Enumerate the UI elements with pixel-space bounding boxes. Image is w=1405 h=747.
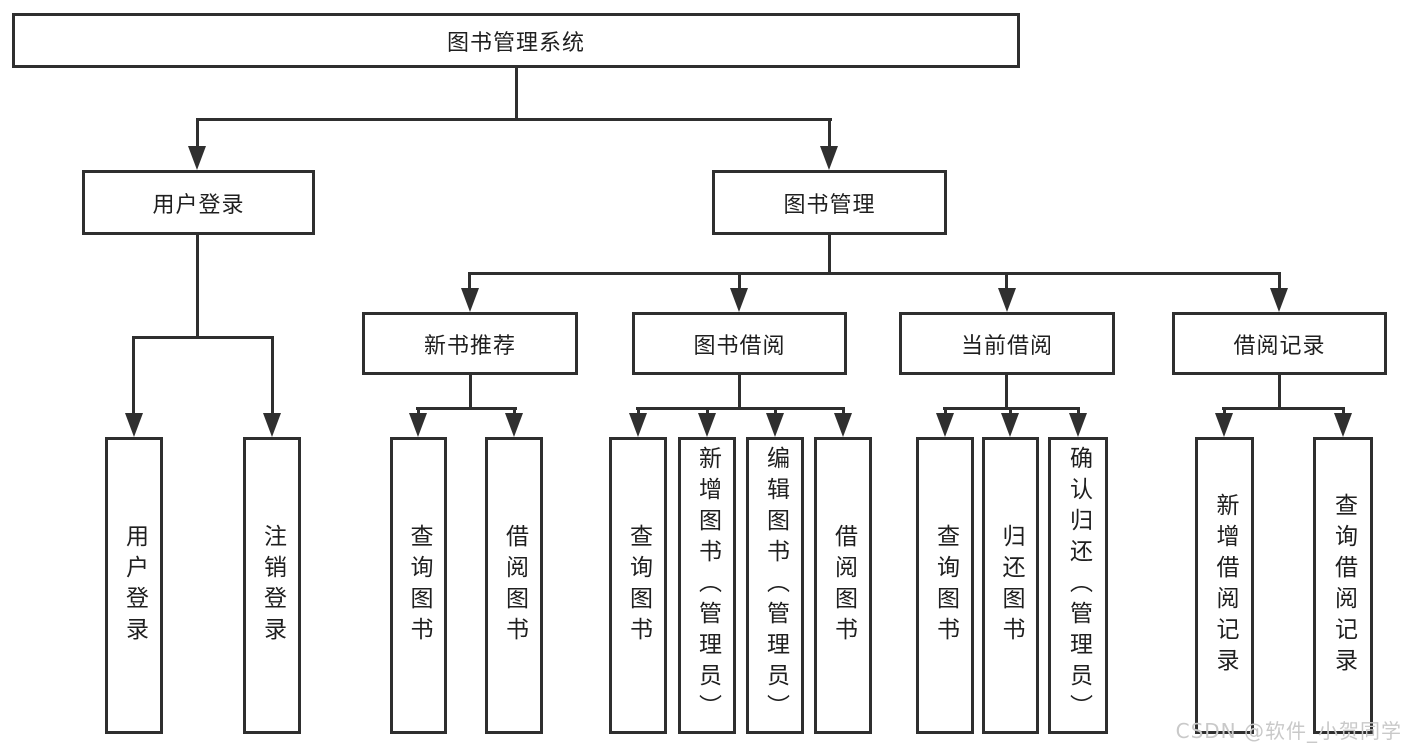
node-leaf-cb-return-books: 归还图书 <box>982 437 1039 734</box>
connector-newbooks-bar <box>416 407 517 410</box>
connector-records-bar <box>1222 407 1345 410</box>
arrow-down-icon <box>936 413 954 437</box>
connector-drop-bb-query <box>637 407 640 417</box>
connector-userlogin-stem <box>196 235 199 336</box>
connector-root-stem <box>515 68 518 118</box>
connector-borrowing-stem <box>738 375 741 407</box>
connector-current-stem <box>1005 375 1008 407</box>
node-leaf-bb-borrow-books-label: 借阅图书 <box>830 523 857 648</box>
arrow-down-icon <box>730 288 748 312</box>
node-leaf-bb-add-books-label: 新增图书（管理员） <box>694 446 721 725</box>
arrow-down-icon <box>1215 413 1233 437</box>
connector-bookmgmt-stem <box>828 235 831 272</box>
connector-drop-br-query <box>1342 407 1345 417</box>
arrow-down-icon <box>125 413 143 437</box>
node-leaf-logout: 注销登录 <box>243 437 301 734</box>
csdn-watermark: CSDN @软件_小贺同学 <box>1175 719 1402 743</box>
node-leaf-bb-edit-books-label: 编辑图书（管理员） <box>762 446 789 725</box>
node-root: 图书管理系统 <box>12 13 1020 68</box>
arrow-down-icon <box>998 288 1016 312</box>
connector-drop-new-books <box>468 272 471 292</box>
connector-drop-current <box>1005 272 1008 292</box>
connector-newbooks-stem <box>469 375 472 407</box>
connector-userlogin-bar <box>132 336 274 339</box>
connector-drop-nb-query <box>417 407 420 417</box>
connector-drop-user-login <box>196 118 199 150</box>
arrow-down-icon <box>1270 288 1288 312</box>
node-leaf-nb-query-books-label: 查询图书 <box>406 523 432 648</box>
connector-borrowing-bar <box>636 407 845 410</box>
arrow-down-icon <box>629 413 647 437</box>
node-borrowing-label: 图书借阅 <box>693 333 786 359</box>
arrow-down-icon <box>188 146 206 170</box>
arrow-down-icon <box>461 288 479 312</box>
node-root-label: 图书管理系统 <box>446 30 585 56</box>
node-leaf-nb-query-books: 查询图书 <box>390 437 447 734</box>
node-leaf-cb-confirm-return-label: 确认归还（管理员） <box>1065 446 1092 725</box>
node-leaf-br-add-record: 新增借阅记录 <box>1195 437 1254 734</box>
node-current-borrow: 当前借阅 <box>899 312 1115 375</box>
node-current-borrow-label: 当前借阅 <box>960 333 1053 359</box>
connector-drop-cb-return <box>1009 407 1012 417</box>
node-leaf-br-query-record: 查询借阅记录 <box>1313 437 1373 734</box>
node-book-mgmt-branch-label: 图书管理 <box>783 192 876 218</box>
connector-drop-br-add <box>1223 407 1226 417</box>
connector-bookmgmt-bar <box>468 272 1281 275</box>
connector-drop-book-mgmt <box>828 118 831 150</box>
connector-drop-nb-borrow <box>513 407 516 417</box>
connector-drop-cb-confirm <box>1077 407 1080 417</box>
arrow-down-icon <box>820 146 838 170</box>
node-book-mgmt-branch: 图书管理 <box>712 170 947 235</box>
node-leaf-user-login-label: 用户登录 <box>121 523 148 648</box>
node-leaf-cb-return-books-label: 归还图书 <box>998 523 1024 648</box>
connector-drop-ul-login <box>132 336 135 417</box>
node-leaf-logout-label: 注销登录 <box>259 523 286 648</box>
node-leaf-cb-confirm-return: 确认归还（管理员） <box>1048 437 1108 734</box>
node-borrowing: 图书借阅 <box>632 312 847 375</box>
connector-drop-bb-borrow <box>842 407 845 417</box>
node-borrow-records: 借阅记录 <box>1172 312 1387 375</box>
node-user-login-branch-label: 用户登录 <box>152 192 245 218</box>
node-leaf-user-login: 用户登录 <box>105 437 163 734</box>
node-new-books-label: 新书推荐 <box>423 333 516 359</box>
connector-root-bar <box>196 118 832 121</box>
arrow-down-icon <box>409 413 427 437</box>
arrow-down-icon <box>1334 413 1352 437</box>
connector-drop-ul-logout <box>271 336 274 417</box>
arrow-down-icon <box>1069 413 1087 437</box>
node-leaf-nb-borrow-books: 借阅图书 <box>485 437 543 734</box>
node-new-books: 新书推荐 <box>362 312 578 375</box>
arrow-down-icon <box>766 413 784 437</box>
node-leaf-cb-query-books-label: 查询图书 <box>932 523 959 648</box>
connector-drop-cb-query <box>944 407 947 417</box>
connector-drop-bb-add <box>706 407 709 417</box>
arrow-down-icon <box>1001 413 1019 437</box>
connector-drop-records <box>1278 272 1281 292</box>
node-leaf-bb-borrow-books: 借阅图书 <box>814 437 872 734</box>
arrow-down-icon <box>263 413 281 437</box>
connector-records-stem <box>1278 375 1281 407</box>
node-leaf-cb-query-books: 查询图书 <box>916 437 974 734</box>
arrow-down-icon <box>698 413 716 437</box>
arrow-down-icon <box>834 413 852 437</box>
node-leaf-br-query-record-label: 查询借阅记录 <box>1330 492 1357 679</box>
node-leaf-bb-edit-books: 编辑图书（管理员） <box>746 437 804 734</box>
node-borrow-records-label: 借阅记录 <box>1233 333 1326 359</box>
node-leaf-bb-query-books-label: 查询图书 <box>625 523 652 648</box>
node-leaf-br-add-record-label: 新增借阅记录 <box>1212 492 1238 679</box>
connector-drop-borrowing <box>738 272 741 292</box>
node-leaf-bb-add-books: 新增图书（管理员） <box>678 437 736 734</box>
node-leaf-bb-query-books: 查询图书 <box>609 437 667 734</box>
connector-drop-bb-edit <box>774 407 777 417</box>
node-leaf-nb-borrow-books-label: 借阅图书 <box>501 523 528 648</box>
arrow-down-icon <box>505 413 523 437</box>
node-user-login-branch: 用户登录 <box>82 170 315 235</box>
